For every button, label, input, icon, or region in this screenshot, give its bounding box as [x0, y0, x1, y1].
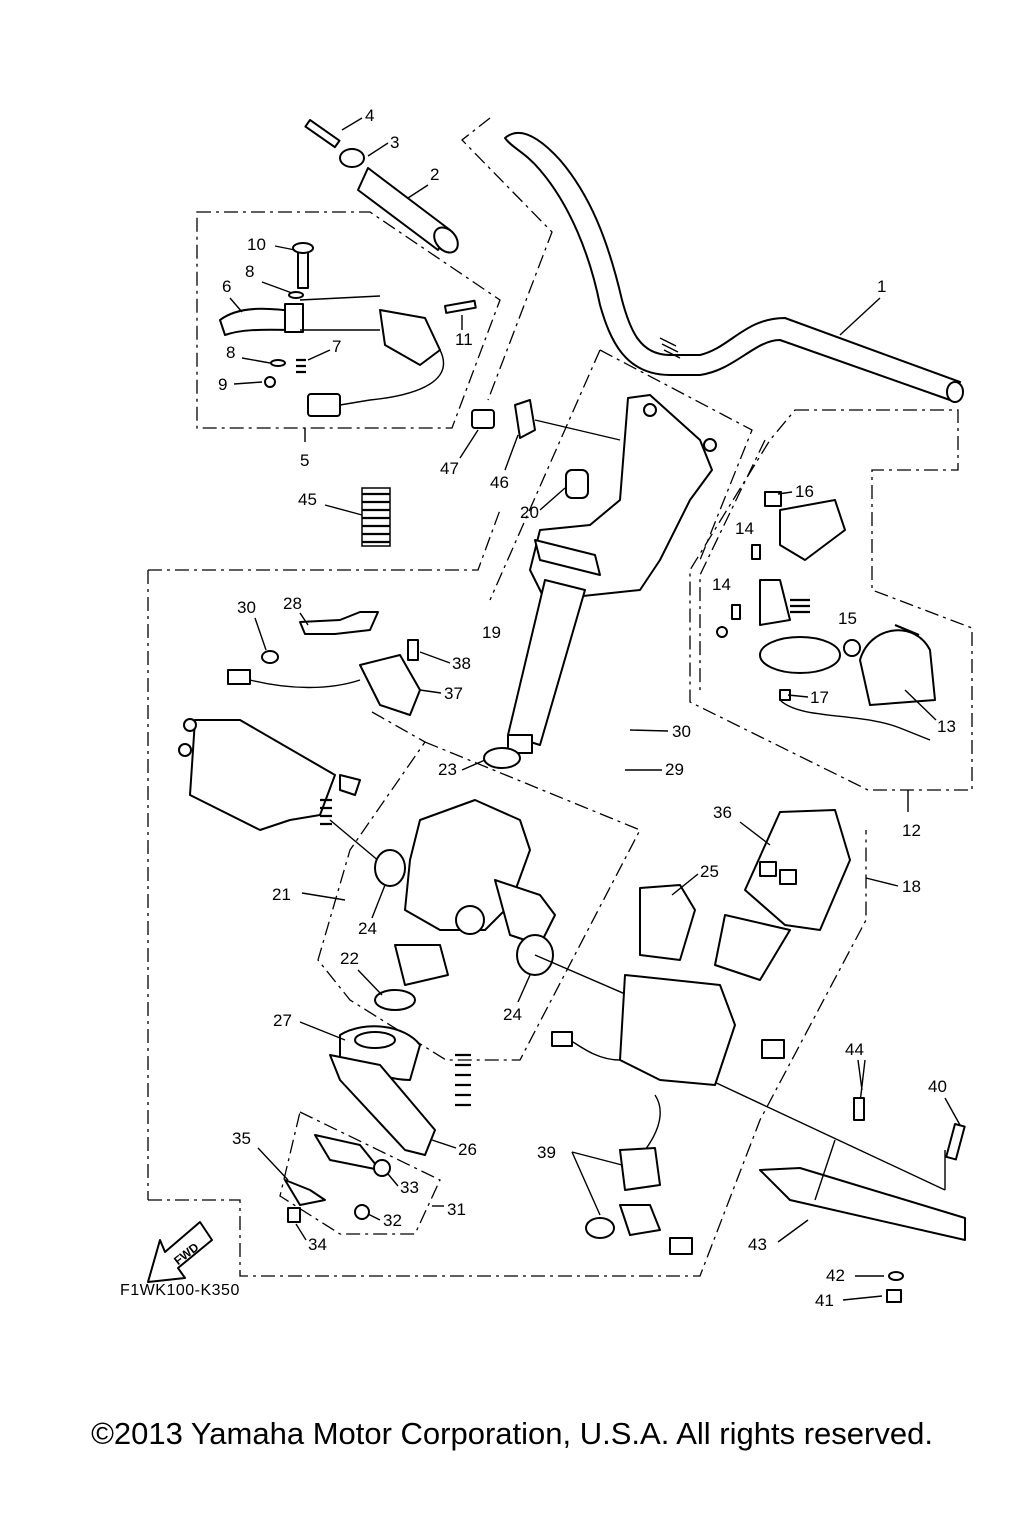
callout-45: 45	[298, 490, 317, 509]
steering-column	[507, 394, 717, 754]
housing-18	[551, 809, 851, 1255]
callout-3: 3	[390, 133, 399, 152]
assembly-boundaries	[147, 117, 973, 1277]
callout-24b: 24	[503, 1005, 522, 1024]
bracket-26	[284, 1054, 436, 1223]
callout-7: 7	[332, 337, 341, 356]
callout-36: 36	[713, 803, 732, 822]
callout-44: 44	[845, 1040, 864, 1059]
callout-23: 23	[438, 760, 457, 779]
callout-26: 26	[458, 1140, 477, 1159]
callout-29: 29	[665, 760, 684, 779]
callout-9: 9	[218, 375, 227, 394]
callout-46: 46	[490, 473, 509, 492]
callout-8a: 8	[245, 262, 254, 281]
callout-19: 19	[482, 623, 501, 642]
handlebar	[504, 131, 964, 403]
callout-30a: 30	[237, 598, 256, 617]
callout-labels: 1 2 3 4 5 6 7 8 8 9 10 11 12 13 14 14 15…	[218, 106, 961, 1310]
callout-41: 41	[815, 1291, 834, 1310]
fwd-arrow-icon: FWD	[147, 1221, 213, 1283]
callout-43: 43	[748, 1235, 767, 1254]
diagram-code: F1WK100-K350	[120, 1282, 240, 1299]
callout-12: 12	[902, 821, 921, 840]
callout-34: 34	[308, 1235, 327, 1254]
callout-2: 2	[430, 165, 439, 184]
callout-11: 11	[455, 330, 473, 349]
callout-6: 6	[222, 277, 231, 296]
callout-37: 37	[444, 684, 463, 703]
callout-24a: 24	[358, 919, 377, 938]
callout-30b: 30	[672, 722, 691, 741]
callout-47: 47	[440, 459, 459, 478]
callout-33: 33	[400, 1178, 419, 1197]
callout-14a: 14	[735, 519, 754, 538]
callout-5: 5	[300, 451, 309, 470]
grip-and-end-bolt	[304, 119, 459, 254]
callout-4: 4	[365, 106, 374, 125]
copyright-notice: ©2013 Yamaha Motor Corporation, U.S.A. A…	[91, 1416, 933, 1451]
switch-37	[227, 611, 421, 716]
callout-22: 22	[340, 949, 359, 968]
callout-10: 10	[247, 235, 266, 254]
callout-35: 35	[232, 1129, 251, 1148]
callout-32: 32	[383, 1211, 402, 1230]
housing-21	[178, 718, 381, 863]
callout-21: 21	[272, 885, 291, 904]
callout-20: 20	[520, 503, 539, 522]
callout-17: 17	[810, 688, 829, 707]
lever-switch-group	[219, 242, 477, 417]
callout-14b: 14	[712, 575, 731, 594]
callout-38: 38	[452, 654, 471, 673]
plate-43	[759, 1059, 966, 1303]
callout-1: 1	[877, 277, 886, 296]
spring-45	[361, 487, 391, 547]
callout-8b: 8	[226, 343, 235, 362]
callout-39: 39	[537, 1143, 556, 1162]
callout-40: 40	[928, 1077, 947, 1096]
callout-18: 18	[902, 877, 921, 896]
callout-27: 27	[273, 1011, 292, 1030]
callout-28: 28	[283, 594, 302, 613]
callout-31: 31	[447, 1200, 466, 1219]
callout-42: 42	[826, 1266, 845, 1285]
callout-13: 13	[937, 717, 956, 736]
clamp-and-screw	[471, 399, 621, 441]
callout-16: 16	[795, 482, 814, 501]
callout-15: 15	[838, 609, 857, 628]
callout-25: 25	[700, 862, 719, 881]
right-switch-group	[716, 491, 936, 741]
